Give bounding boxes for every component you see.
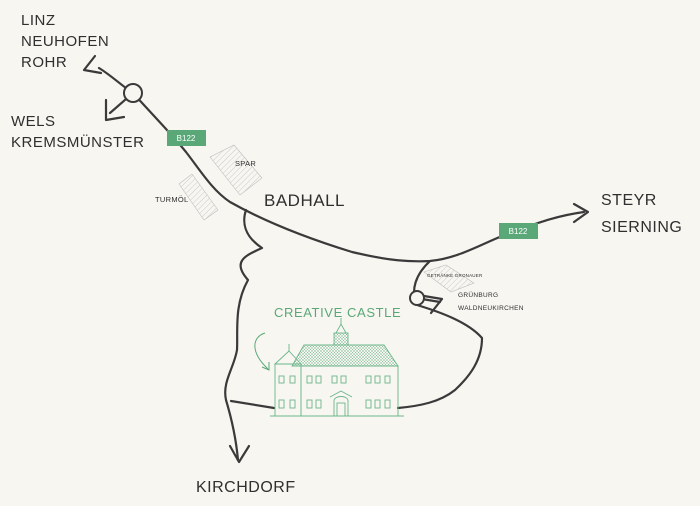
roundabout-east — [409, 290, 425, 306]
venue-label: CREATIVE CASTLE — [274, 305, 402, 320]
road-shield-west: B122 — [167, 130, 206, 146]
spar-building — [209, 144, 263, 196]
destination-linz: LINZ — [21, 12, 56, 29]
roundabout-north — [123, 83, 143, 103]
landmark-gruenburg: GRÜNBURG — [458, 292, 499, 299]
venue-pointer-arrowhead — [261, 362, 270, 371]
destination-kirchdorf: KIRCHDORF — [196, 479, 296, 496]
castle-icon — [270, 318, 404, 417]
destination-rohr: ROHR — [21, 54, 68, 71]
arrow-steyr — [572, 202, 590, 224]
destination-sierning: SIERNING — [601, 219, 683, 236]
venue-pointer-arrow — [254, 332, 269, 370]
road-castle-west — [229, 399, 276, 410]
svg-text:B122: B122 — [509, 227, 528, 236]
landmark-shop: GETRÄNKE GRONAUER — [427, 273, 483, 278]
destination-neuhofen: NEUHOFEN — [21, 33, 110, 50]
arrow-gruenburg — [422, 294, 444, 315]
road-south — [224, 208, 264, 462]
arrow-linz — [82, 54, 103, 75]
landmark-waldneukirchen: WALDNEUKIRCHEN — [458, 305, 524, 312]
arrow-kirchdorf — [228, 444, 251, 464]
destination-kremsmuenster: KREMSMÜNSTER — [11, 134, 145, 151]
turmoel-building — [178, 173, 219, 221]
destination-steyr: STEYR — [601, 192, 657, 209]
landmark-turmoel: TURMÖL — [155, 195, 189, 204]
arrow-wels — [104, 98, 126, 122]
svg-text:B122: B122 — [177, 134, 196, 143]
destination-wels: WELS — [11, 113, 56, 130]
road-shield-east: B122 — [499, 223, 538, 239]
landmark-spar: SPAR — [235, 159, 257, 168]
shop-building — [423, 264, 475, 293]
town-badhall: BADHALL — [264, 191, 345, 210]
